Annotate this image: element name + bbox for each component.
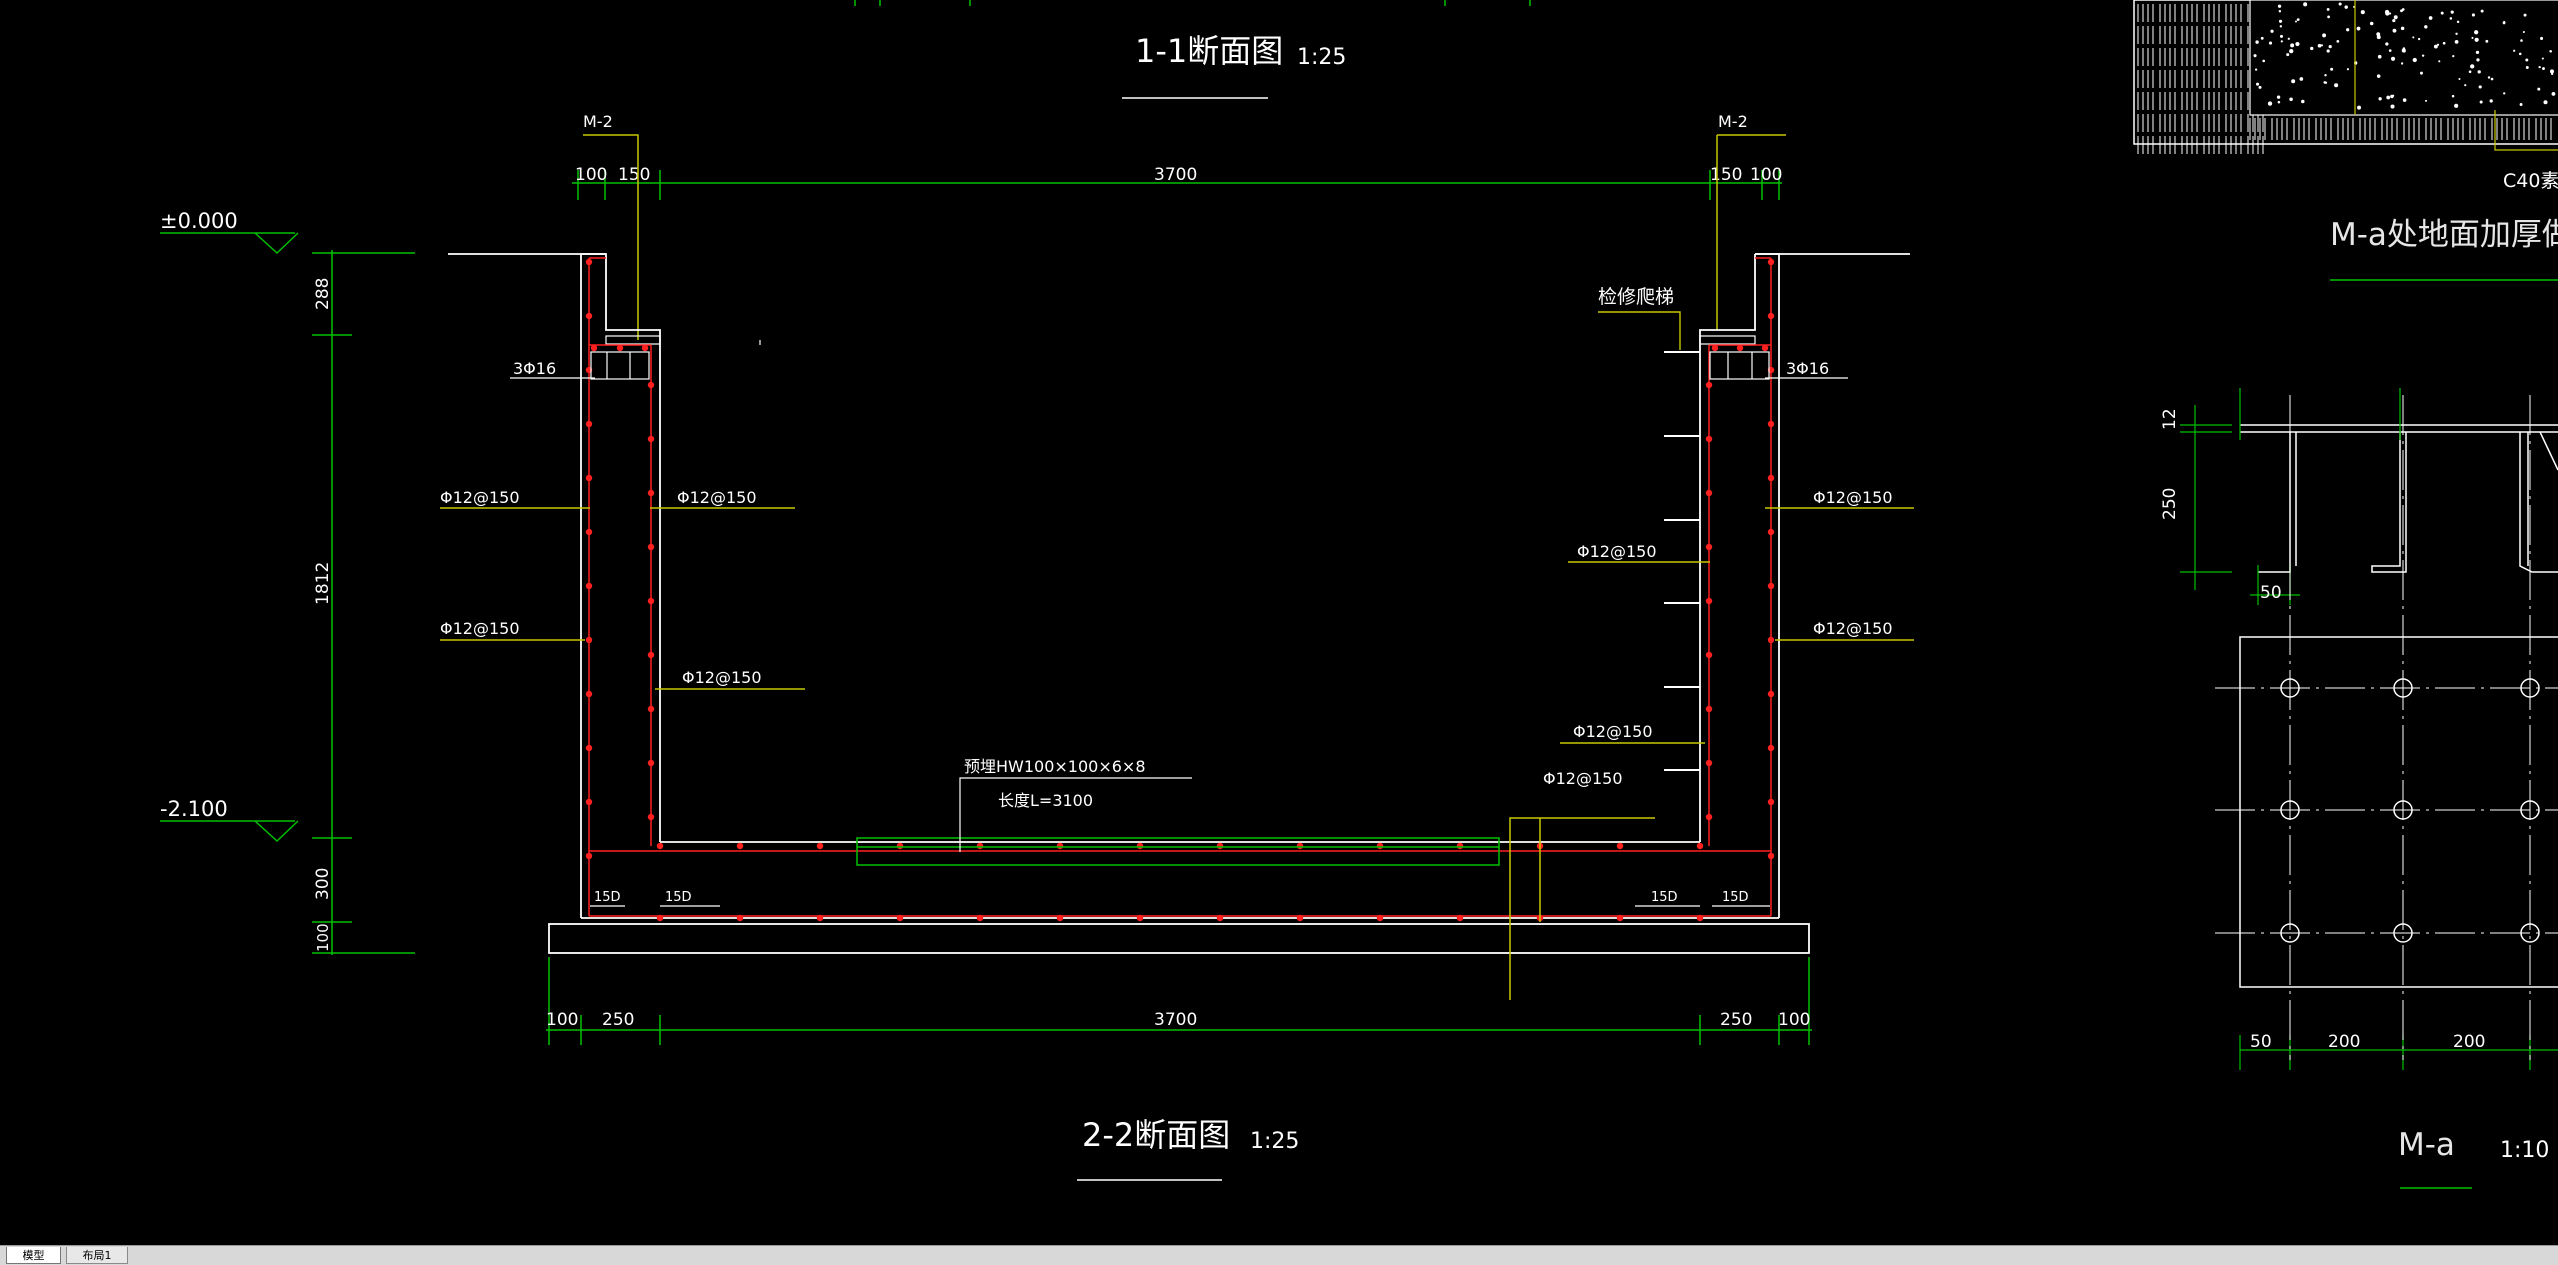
label-m2-left: M-2	[583, 112, 613, 131]
label-rebar-left-outer-1: Φ12@150	[440, 488, 520, 507]
dim-top-right-100: 100	[1750, 165, 1782, 185]
ma-plate-section	[2240, 424, 2558, 573]
dim-v-288: 288	[313, 278, 333, 310]
dim-top-left-100: 100	[575, 165, 607, 185]
dim-bottom-right-250: 250	[1720, 1010, 1752, 1030]
vertical-dimension-chain	[312, 250, 415, 955]
ma-plate-plan	[2239, 636, 2558, 988]
ma-floor-title: M-a处地面加厚做法	[2330, 217, 2558, 253]
label-length: 长度L=3100	[998, 791, 1093, 810]
elevation-bottom: -2.100	[160, 797, 299, 843]
label-3phi16-right: 3Φ16	[1786, 359, 1829, 378]
ma-bolt-holes	[2215, 395, 2558, 1060]
dim-bottom-3700: 3700	[1154, 1010, 1197, 1030]
label-embedded-steel: 预埋HW100×100×6×8	[964, 757, 1146, 776]
bottom-dimension-line	[546, 957, 1812, 1045]
ma-scale: 1:10	[2500, 1138, 2549, 1163]
ma-title: M-a	[2398, 1127, 2455, 1163]
label-15d-2: 15D	[665, 890, 692, 905]
section-2-2-scale: 1:25	[1250, 1129, 1299, 1154]
label-15d-3: 15D	[1651, 890, 1678, 905]
ma-dim-b50: 50	[2250, 1032, 2272, 1052]
dim-top-left-150: 150	[618, 165, 650, 185]
label-c40: C40素	[2503, 170, 2558, 192]
ma-dim-b200b: 200	[2453, 1032, 2485, 1052]
label-rebar-left-outer-2: Φ12@150	[440, 619, 520, 638]
bar-3phi16-boxes	[590, 351, 1770, 380]
layout-tab-bar: 模型 布局1	[0, 1245, 2558, 1265]
label-rebar-left-inner-2: Φ12@150	[682, 668, 762, 687]
m2-leaders	[583, 134, 1786, 340]
section-1-1-title: 1-1断面图 1:25	[1122, 32, 1346, 99]
elevation-bottom-text: -2.100	[160, 797, 228, 821]
label-rebar-right-outer-2: Φ12@150	[1813, 619, 1893, 638]
section-2-2-title-text: 2-2断面图	[1082, 1116, 1230, 1154]
ma-dim-250: 250	[2160, 488, 2180, 520]
label-15d-4: 15D	[1722, 890, 1749, 905]
label-3phi16-left: 3Φ16	[513, 359, 556, 378]
rebar-leaders	[440, 507, 1914, 1000]
label-15d-1: 15D	[594, 890, 621, 905]
dim-v-300: 300	[313, 868, 333, 900]
dim-bottom-right-100: 100	[1778, 1010, 1810, 1030]
rebar-dots	[585, 258, 1775, 922]
elevation-top: ±0.000	[160, 209, 299, 255]
ma-dim-b200a: 200	[2328, 1032, 2360, 1052]
section-2-2-title: 2-2断面图 1:25	[1077, 1116, 1299, 1181]
label-rebar-right-inner-1: Φ12@150	[1577, 542, 1657, 561]
label-m2-right: M-2	[1718, 112, 1748, 131]
dim-v-100: 100	[314, 923, 332, 952]
elevation-top-text: ±0.000	[160, 209, 238, 233]
hatched-detail-block	[2133, 0, 2558, 154]
ma-dim-12: 12	[2160, 408, 2180, 430]
dim-top-right-150: 150	[1710, 165, 1742, 185]
maintenance-ladder-rungs	[1664, 351, 1700, 771]
label-maintenance-ladder: 检修爬梯	[1598, 286, 1674, 308]
dim-bottom-left-250: 250	[602, 1010, 634, 1030]
ma-dimensions	[2180, 388, 2558, 1070]
section-1-1-title-text: 1-1断面图	[1135, 32, 1283, 70]
section-1-1-scale: 1:25	[1297, 45, 1346, 70]
top-dimension-line	[572, 170, 1782, 200]
ma-dim-50: 50	[2260, 583, 2282, 603]
label-rebar-right-outer-1: Φ12@150	[1813, 488, 1893, 507]
embedded-steel-leader	[959, 777, 1192, 852]
top-edge-marks	[854, 0, 1531, 6]
tab-layout1[interactable]: 布局1	[66, 1247, 128, 1264]
dim-v-1812: 1812	[313, 562, 333, 605]
dim-bottom-left-100: 100	[546, 1010, 578, 1030]
wall-top-details	[605, 335, 1756, 345]
dim-top-3700: 3700	[1154, 165, 1197, 185]
tab-model[interactable]: 模型	[6, 1247, 61, 1264]
label-rebar-bottom-right: Φ12@150	[1543, 769, 1623, 788]
label-rebar-right-inner-2: Φ12@150	[1573, 722, 1653, 741]
embedded-steel-beam	[856, 837, 1500, 866]
tank-outline	[448, 253, 1910, 954]
label-rebar-left-inner-1: Φ12@150	[677, 488, 757, 507]
